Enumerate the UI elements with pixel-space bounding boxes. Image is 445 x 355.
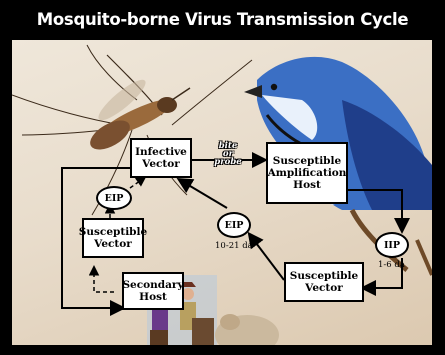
eip-center-oval: EIP	[217, 212, 251, 238]
cycle-arrows	[12, 40, 432, 345]
dashed-arrow-eip-to-infective	[130, 178, 144, 188]
arrow-eip-to-infective	[180, 180, 227, 208]
eip-duration-label: 10-21 da	[215, 241, 253, 251]
secondary-host-box: Secondary Host	[122, 272, 184, 310]
bite-or-probe-label: bite or probe	[210, 142, 246, 166]
susceptible-vector-right-box: Susceptible Vector	[284, 262, 364, 302]
arrow-vector-to-eip	[250, 235, 284, 280]
susceptible-amplification-host-box: Susceptible Amplification Host	[266, 142, 348, 204]
iip-oval: IIP	[375, 232, 409, 258]
diagram-scene: Infective Vector Susceptible Amplificati…	[12, 40, 432, 345]
eip-left-oval: EIP	[96, 186, 132, 210]
dashed-arrow-secondary-to-vector	[94, 268, 114, 292]
infective-vector-box: Infective Vector	[130, 138, 192, 178]
arrow-host-to-iip	[348, 190, 402, 230]
iip-duration-label: 1-6 da	[378, 260, 405, 270]
susceptible-vector-left-box: Susceptible Vector	[82, 218, 144, 258]
diagram-title: Mosquito-borne Virus Transmission Cycle	[0, 0, 445, 40]
